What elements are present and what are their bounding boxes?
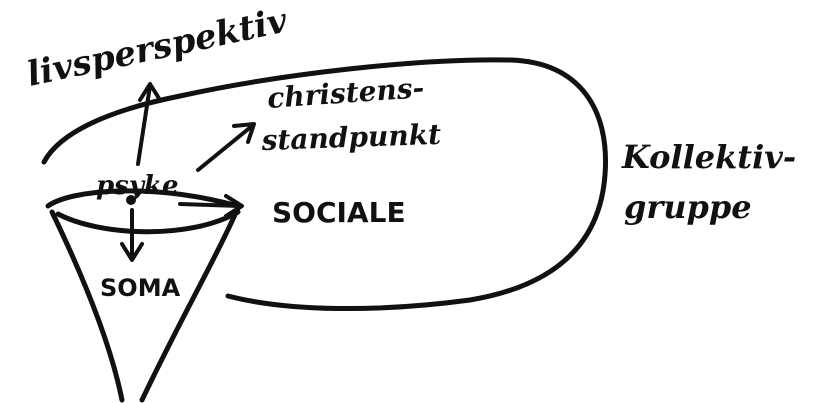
arrow-right [178, 202, 242, 208]
funnel-right-side [139, 205, 241, 403]
arrow-up [136, 84, 152, 166]
label-psyke: psyke [96, 171, 178, 201]
label-kollektiv-line1: Kollektiv- [621, 138, 796, 176]
center-dot [126, 195, 136, 205]
arrow-right-head [224, 194, 244, 218]
funnel-rim [45, 188, 241, 209]
collective-loop [41, 57, 609, 312]
arrow-diagonal-head [232, 122, 256, 144]
arrow-diagonal [196, 124, 254, 172]
label-christens-line2: standpunkt [260, 118, 442, 157]
funnel-rim-lower [55, 209, 241, 235]
funnel-left-side [49, 209, 125, 403]
arrow-down-head [120, 242, 144, 262]
arrow-up-head [138, 82, 162, 102]
label-soma: SOMA [100, 274, 181, 302]
label-sociale: SOCIALE [272, 196, 406, 229]
label-kollektiv-line2: gruppe [624, 188, 752, 226]
